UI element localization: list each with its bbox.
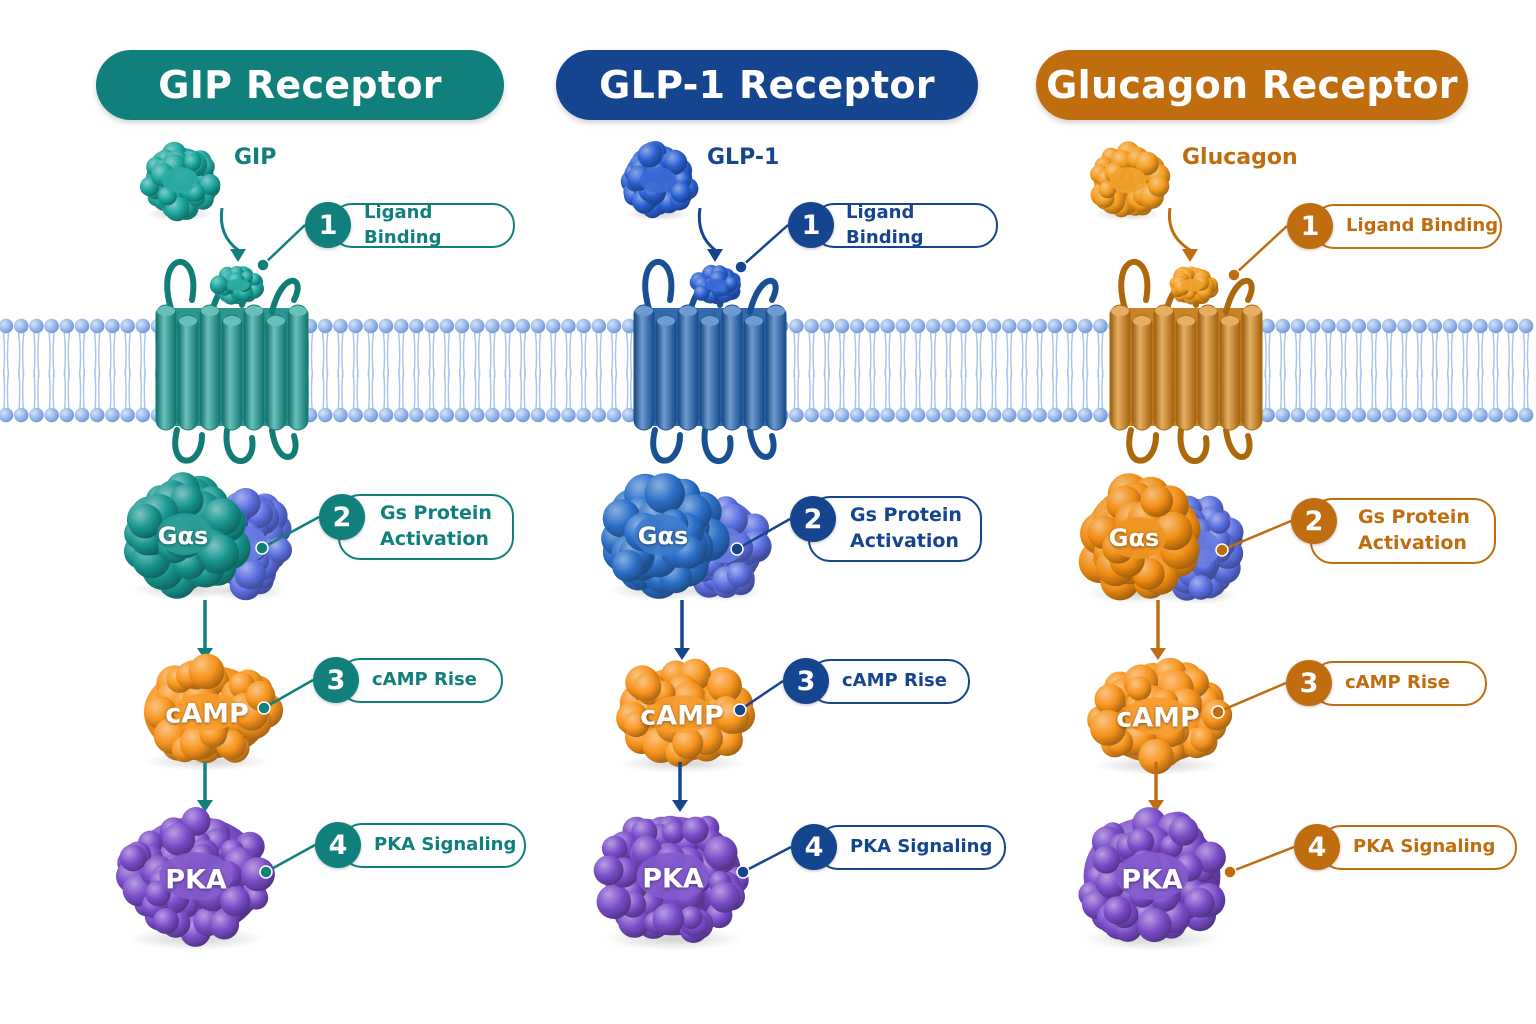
step-4-connector-glp1 xyxy=(736,845,792,879)
camp-label-gip: cAMP xyxy=(165,698,249,730)
arrow-gas-to-camp-glucagon xyxy=(1150,600,1166,660)
step-2-connector-glucagon xyxy=(1215,519,1292,557)
ligand-molecule-glucagon xyxy=(1090,141,1171,221)
step-1-label-glucagon: Ligand Binding xyxy=(1312,204,1502,249)
receptor-columns xyxy=(116,140,1295,951)
step-1-number-glucagon: 1 xyxy=(1287,203,1333,249)
camp-molecule-glucagon xyxy=(1087,657,1233,775)
step-1-connector-glucagon xyxy=(1227,225,1288,282)
receptor-glucagon xyxy=(1109,259,1263,465)
step-2-connector-glp1 xyxy=(730,517,791,556)
column-2 xyxy=(593,140,792,951)
gas-label-gip: Gαs xyxy=(157,522,209,550)
step-2-label-glucagon: Gs Protein Activation xyxy=(1310,498,1496,564)
title-glucagon-receptor: Glucagon Receptor xyxy=(1036,50,1468,120)
arrow-gas-to-camp-glp1 xyxy=(674,600,690,660)
step-4-label-gip: PKA Signaling xyxy=(340,823,526,868)
receptor-glp1 xyxy=(633,259,787,465)
title-glp1-receptor: GLP-1 Receptor xyxy=(556,50,978,120)
step-1-number-glp1: 1 xyxy=(788,202,834,248)
g-alpha-s-protein-gip xyxy=(124,472,251,600)
ligand-name-glucagon: Glucagon xyxy=(1182,145,1298,170)
gas-label-glucagon: Gαs xyxy=(1108,524,1160,552)
arrow-gas-to-camp-gip xyxy=(197,600,213,660)
step-2-label-glp1: Gs Protein Activation xyxy=(808,496,982,562)
ligand-molecule-gip xyxy=(139,141,221,222)
step-3-label-glucagon: cAMP Rise xyxy=(1311,661,1487,706)
step-2-number-glucagon: 2 xyxy=(1291,498,1337,544)
title-gip-receptor: GIP Receptor xyxy=(96,50,504,120)
step-4-number-glucagon: 4 xyxy=(1294,824,1340,870)
step-3-connector-gip xyxy=(257,678,314,715)
bound-ligand-glp1 xyxy=(689,264,741,305)
pka-protein-gip xyxy=(116,807,275,951)
receptor-gip xyxy=(155,259,309,465)
camp-label-glp1: cAMP xyxy=(640,700,724,732)
step-2-connector-gip xyxy=(255,515,320,555)
step-1-label-glp1: Ligand Binding xyxy=(812,202,998,248)
pka-label-glp1: PKA xyxy=(642,863,704,895)
bound-ligand-glucagon xyxy=(1169,266,1219,305)
arrow-camp-to-pka-glp1 xyxy=(672,762,688,812)
bound-ligand-gip xyxy=(209,266,264,305)
step-2-number-gip: 2 xyxy=(319,494,365,540)
step-3-number-gip: 3 xyxy=(313,657,359,703)
step-2-number-glp1: 2 xyxy=(790,496,836,542)
step-1-number-gip: 1 xyxy=(305,202,351,248)
camp-molecule-glp1 xyxy=(616,658,756,773)
step-4-number-gip: 4 xyxy=(315,822,361,868)
step-4-connector-gip xyxy=(259,843,316,879)
ligand-arrow-gip xyxy=(219,207,246,262)
column-1 xyxy=(116,141,320,951)
step-4-connector-glucagon xyxy=(1223,845,1295,879)
step-1-connector-glp1 xyxy=(734,224,789,274)
pka-protein-glp1 xyxy=(593,815,749,951)
g-alpha-s-protein-glucagon xyxy=(1078,473,1201,604)
step-4-number-glp1: 4 xyxy=(791,824,837,870)
pka-label-glucagon: PKA xyxy=(1121,864,1183,896)
pka-label-gip: PKA xyxy=(165,864,227,896)
step-3-connector-glucagon xyxy=(1211,681,1287,719)
ligand-arrow-glp1 xyxy=(697,207,723,262)
step-1-connector-gip xyxy=(256,224,306,272)
ligand-arrow-glucagon xyxy=(1167,207,1198,262)
step-3-number-glucagon: 3 xyxy=(1286,660,1332,706)
step-1-label-gip: Ligand Binding xyxy=(330,202,515,248)
step-3-label-glp1: cAMP Rise xyxy=(808,659,970,704)
ligand-name-glp1: GLP-1 xyxy=(707,145,780,170)
arrow-camp-to-pka-glucagon xyxy=(1148,762,1164,812)
ligand-molecule-glp1 xyxy=(620,140,699,221)
step-3-connector-glp1 xyxy=(733,679,784,717)
camp-molecule-gip xyxy=(144,653,284,771)
step-3-label-gip: cAMP Rise xyxy=(338,658,503,703)
camp-label-glucagon: cAMP xyxy=(1116,702,1200,734)
step-3-number-glp1: 3 xyxy=(783,658,829,704)
g-alpha-s-protein-glp1 xyxy=(601,473,730,601)
column-3 xyxy=(1078,141,1295,951)
arrow-camp-to-pka-gip xyxy=(197,762,213,812)
gas-label-glp1: Gαs xyxy=(637,522,689,550)
pka-protein-glucagon xyxy=(1078,807,1226,951)
step-2-label-gip: Gs Protein Activation xyxy=(338,494,514,560)
step-4-label-glp1: PKA Signaling xyxy=(816,825,1006,870)
step-4-label-glucagon: PKA Signaling xyxy=(1319,825,1517,870)
ligand-name-gip: GIP xyxy=(234,145,277,170)
